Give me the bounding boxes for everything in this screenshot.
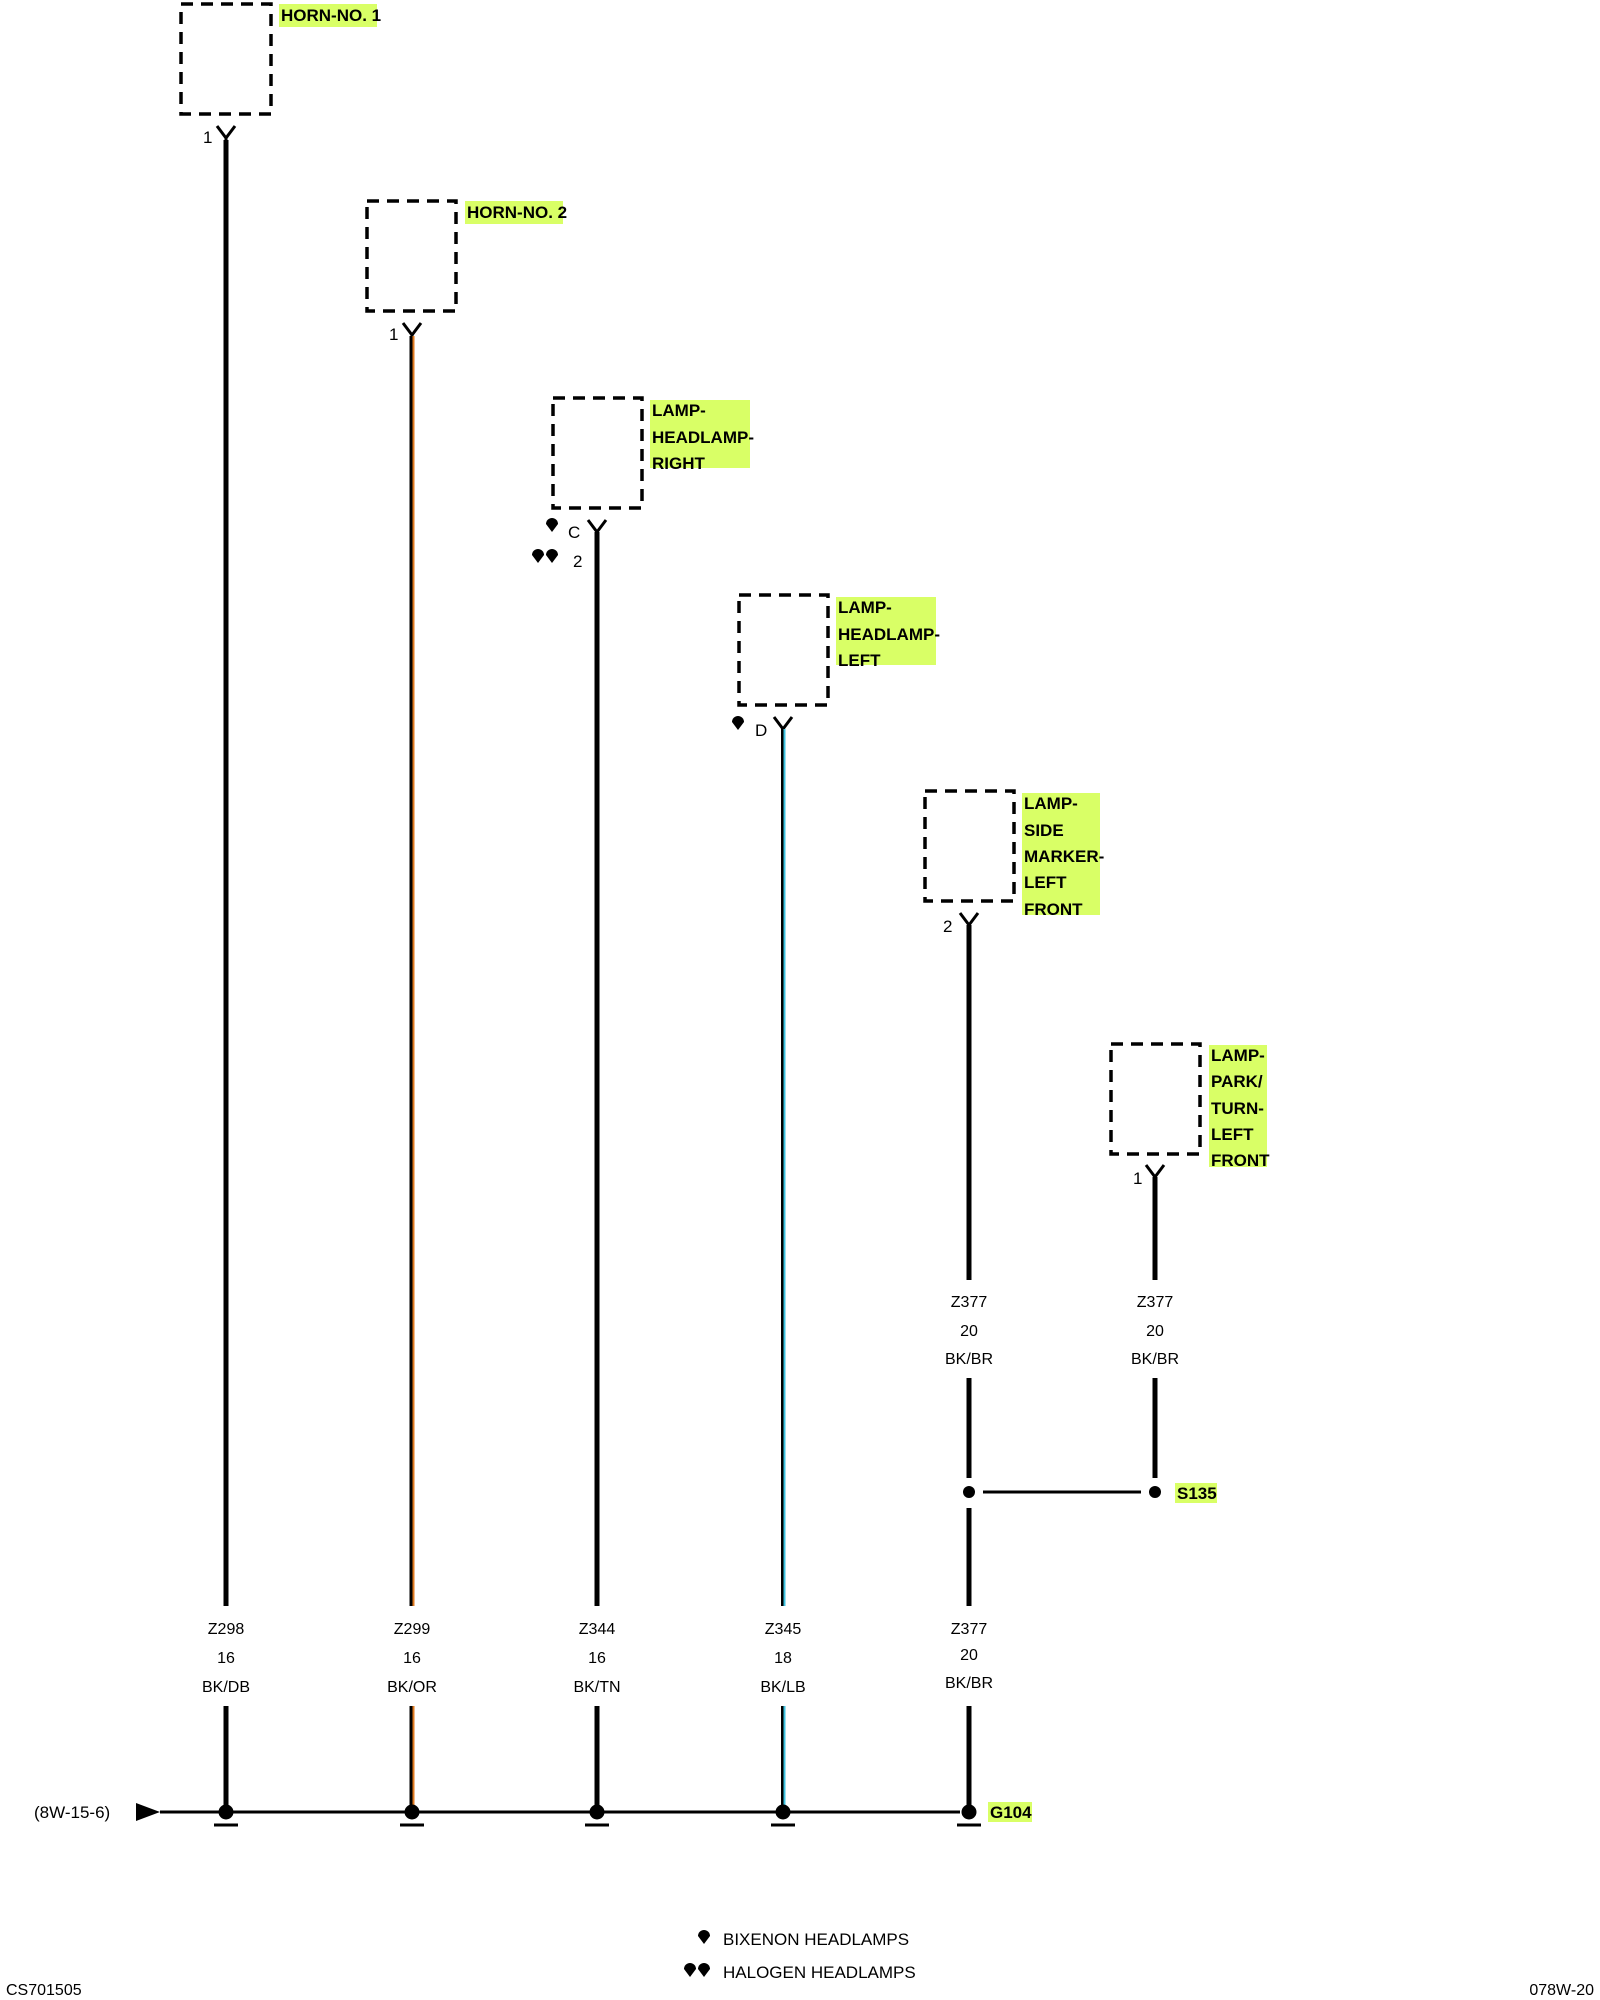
lower-wire-label-z299: Z299 16 BK/OR [387,1621,437,1696]
label-highlight [650,400,750,468]
splice-dot [963,1486,975,1498]
footer-left: CS701505 [6,1982,82,1999]
component-label-line: LEFT [1211,1125,1254,1144]
color-label: BK/DB [202,1679,250,1696]
component-label-line: MARKER- [1024,847,1104,866]
circuit-label: Z377 [1137,1294,1174,1311]
circuit-label: Z299 [394,1621,431,1638]
gauge-label: 16 [588,1650,606,1667]
component-label-line: LAMP- [1024,794,1078,813]
upper-wire-label-park-turn: Z377 20 BK/BR [1131,1294,1179,1368]
footer-right: 078W-20 [1529,1982,1594,1999]
label-highlight [1022,793,1100,915]
ground-bus[interactable]: (8W-15-6) [34,1803,960,1822]
legend-halogen-label: HALOGEN HEADLAMPS [723,1963,916,1982]
circuit-label: Z377 [951,1294,988,1311]
ground-label[interactable]: G104 [990,1803,1032,1822]
lower-wire-label-z377: Z377 20 BK/BR [945,1621,993,1692]
circuit-label: Z377 [951,1621,988,1638]
component-box [1109,1042,1202,1156]
component-label-line: TURN- [1211,1099,1264,1118]
component-side-marker-left-front[interactable]: LAMP- SIDE MARKER- LEFT FRONT 2 [923,789,1104,936]
pin-label: 1 [203,128,212,147]
component-label-line: FRONT [1024,900,1083,919]
color-label: BK/OR [387,1679,437,1696]
wire-z345[interactable] [781,729,786,1812]
connector-terminals [215,125,1166,1183]
color-label: BK/TN [573,1679,620,1696]
gauge-label: 16 [217,1650,235,1667]
bixenon-marker [732,716,744,730]
pin-label-bixenon: C [568,523,580,542]
lower-wire-label-z298: Z298 16 BK/DB [202,1621,250,1696]
arrow-right-icon [136,1803,160,1821]
halogen-legend-icon [698,1963,710,1977]
legend: BIXENON HEADLAMPS HALOGEN HEADLAMPS [684,1930,916,1982]
component-label-line: LAMP- [1211,1046,1265,1065]
component-box [923,789,1016,903]
gauge-label: 20 [1146,1323,1164,1340]
bixenon-legend-icon [698,1930,710,1944]
splice-dot [1149,1486,1161,1498]
component-label-line: PARK/ [1211,1072,1263,1091]
upper-wire-label-side-marker: Z377 20 BK/BR [945,1294,993,1368]
bixenon-marker [546,518,558,532]
component-label-line: SIDE [1024,821,1064,840]
color-label: BK/BR [945,1351,993,1368]
component-box [737,593,830,707]
component-horn-2[interactable]: HORN-NO. 2 1 [365,199,567,344]
component-label-line: HEADLAMP- [838,625,940,644]
color-label: BK/LB [760,1679,805,1696]
pin-label: 1 [389,325,398,344]
component-label-line: LEFT [838,651,881,670]
splice-label: S135 [1177,1484,1217,1503]
pin-label-bixenon: D [755,721,767,740]
color-label: BK/BR [945,1675,993,1692]
gauge-label: 20 [960,1323,978,1340]
halogen-marker [532,549,558,563]
lower-wire-label-z345: Z345 18 BK/LB [760,1621,805,1696]
component-box [551,396,644,510]
component-label-line: LEFT [1024,873,1067,892]
component-headlamp-left[interactable]: LAMP- HEADLAMP- LEFT D [732,593,940,740]
circuit-label: Z298 [208,1621,245,1638]
pin-label-halogen: 2 [573,552,582,571]
pin-label: 1 [1133,1169,1142,1188]
gauge-label: 16 [403,1650,421,1667]
component-label-line: LAMP- [838,598,892,617]
label-highlight [1209,1045,1267,1167]
component-label: HORN-NO. 1 [281,6,381,25]
legend-bixenon-label: BIXENON HEADLAMPS [723,1930,909,1949]
color-label: BK/BR [1131,1351,1179,1368]
ground-terminals [214,1804,981,1827]
component-park-turn-left-front[interactable]: LAMP- PARK/ TURN- LEFT FRONT 1 [1109,1042,1270,1188]
component-label-line: HEADLAMP- [652,428,754,447]
component-label-line: LAMP- [652,401,706,420]
component-label-line: FRONT [1211,1151,1270,1170]
lower-wire-label-z344: Z344 16 BK/TN [573,1621,620,1696]
label-highlight [1175,1483,1217,1503]
label-highlight [836,597,936,665]
wire-z299[interactable] [409,336,415,1812]
label-highlight [465,201,563,224]
halogen-legend-icon [684,1963,696,1977]
gauge-label: 18 [774,1650,792,1667]
ground-reference-label: (8W-15-6) [34,1803,110,1822]
component-horn-1[interactable]: HORN-NO. 1 1 [179,2,381,147]
component-label: HORN-NO. 2 [467,203,567,222]
pin-label: 2 [943,917,952,936]
label-highlight [988,1802,1032,1822]
circuit-label: Z345 [765,1621,802,1638]
circuit-label: Z344 [579,1621,616,1638]
component-box [179,2,273,116]
splice-connection[interactable]: S135 [963,1483,1217,1503]
component-headlamp-right[interactable]: LAMP- HEADLAMP- RIGHT C 2 [532,396,754,571]
label-highlight [279,4,377,27]
component-label-line: RIGHT [652,454,706,473]
gauge-label: 20 [960,1647,978,1664]
component-box [365,199,458,313]
